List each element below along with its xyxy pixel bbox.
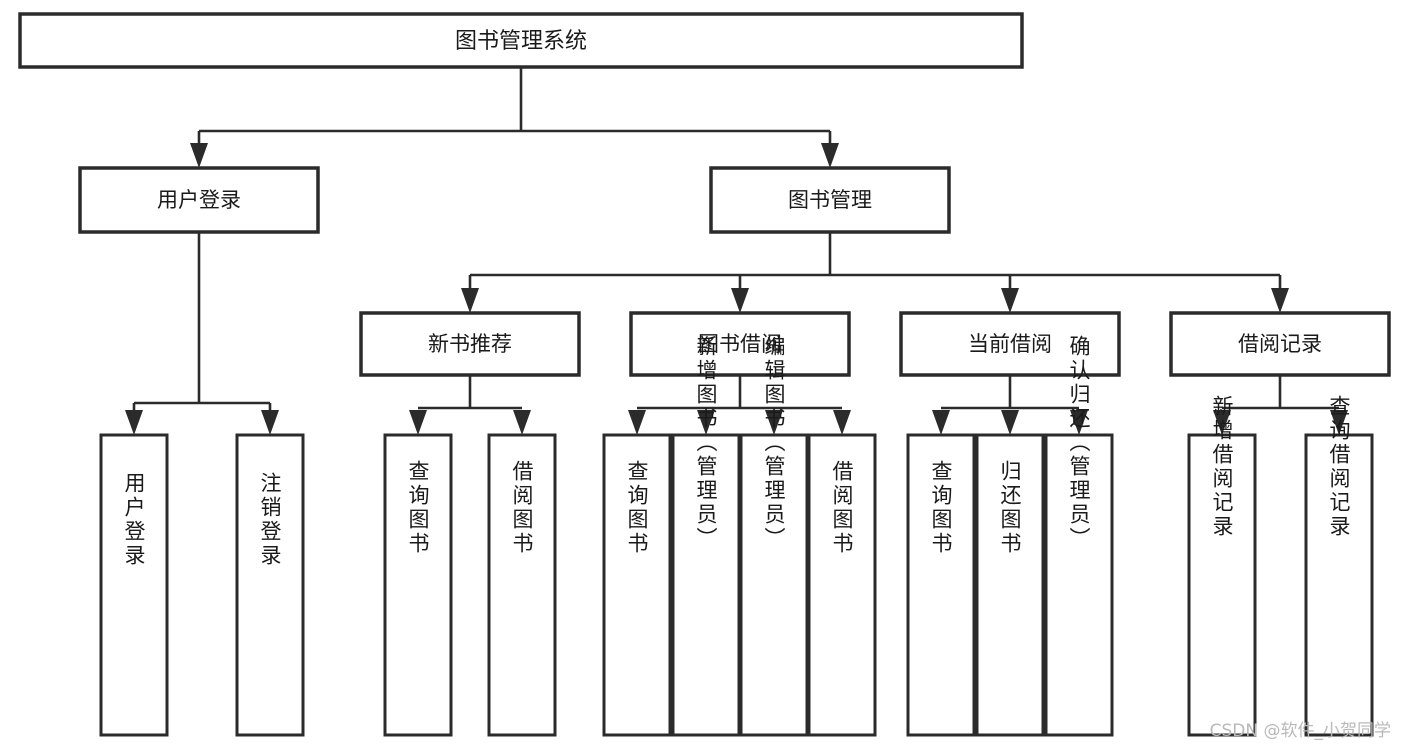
leaf-current-borrow-3[interactable]: 确认归还（管理员） (1044, 335, 1114, 737)
connector-group-new-book (409, 375, 531, 435)
arrowhead-borrow-2 (697, 410, 715, 435)
leaf-box[interactable] (906, 433, 976, 737)
node-root-label: 图书管理系统 (455, 29, 587, 54)
leaf-label: 注销登录 (258, 472, 282, 568)
arrowhead-books-1 (461, 288, 479, 313)
leaf-box[interactable] (99, 433, 169, 737)
leaf-user-login-2[interactable]: 注销登录 (235, 433, 305, 737)
arrowhead-record-1 (1213, 410, 1231, 435)
arrowhead-borrow-3 (765, 410, 783, 435)
node-user-login[interactable]: 用户登录 (78, 166, 320, 234)
leaf-new-book-2[interactable]: 借阅图书 (487, 433, 557, 737)
node-borrow-record-label: 借阅记录 (1238, 332, 1322, 356)
node-current-borrow-box[interactable] (899, 311, 1121, 377)
watermark-text: CSDN @软件_小贺同学 (1209, 721, 1391, 741)
leaf-borrow-record-2[interactable]: 查询借阅记录 (1304, 395, 1374, 737)
node-book-borrow-box[interactable] (629, 311, 851, 377)
connector-group-book-borrow (628, 375, 851, 435)
node-book-manage-box[interactable] (709, 166, 951, 234)
arrowhead-books (821, 143, 839, 168)
connector-group-current-borrow (932, 375, 1088, 435)
leaf-new-book-1[interactable]: 查询图书 (383, 433, 453, 737)
leaf-book-borrow-3[interactable]: 编辑图书（管理员） (739, 335, 809, 737)
leaf-label: 查询图书 (406, 460, 430, 556)
node-current-borrow[interactable]: 当前借阅 (899, 311, 1121, 377)
leaf-label: 归还图书 (998, 460, 1022, 556)
arrowhead-current-3 (1070, 410, 1088, 435)
connector-group-book-manage (461, 232, 1289, 313)
arrowhead-login-2 (261, 410, 279, 435)
arrowhead-books-4 (1271, 288, 1289, 313)
leaf-box[interactable] (1044, 433, 1114, 737)
arrowhead-borrow-1 (628, 410, 646, 435)
leaf-box[interactable] (739, 433, 809, 737)
leaf-box[interactable] (1304, 433, 1374, 737)
node-new-book-recommend[interactable]: 新书推荐 (359, 311, 581, 377)
arrowhead-login-1 (125, 410, 143, 435)
arrowhead-books-2 (731, 288, 749, 313)
arrowhead-login (190, 143, 208, 168)
leaf-current-borrow-2[interactable]: 归还图书 (975, 433, 1045, 737)
node-book-manage-label: 图书管理 (788, 188, 872, 212)
leaf-box[interactable] (602, 433, 672, 737)
leaf-box[interactable] (235, 433, 305, 737)
leaf-box[interactable] (671, 433, 741, 737)
node-borrow-record[interactable]: 借阅记录 (1169, 311, 1391, 377)
node-new-book-recommend-label: 新书推荐 (428, 332, 512, 356)
leaf-book-borrow-1[interactable]: 查询图书 (602, 433, 672, 737)
leaf-label: 查询图书 (625, 460, 649, 556)
arrowhead-newbook-2 (513, 410, 531, 435)
node-borrow-record-box[interactable] (1169, 311, 1391, 377)
arrowhead-books-3 (1001, 288, 1019, 313)
leaf-label: 确认归还（管理员） (1067, 335, 1091, 551)
connector-group-root (190, 67, 839, 168)
leaf-label: 查询借阅记录 (1327, 395, 1351, 539)
leaf-label: 用户登录 (122, 472, 146, 568)
arrowhead-borrow-4 (833, 410, 851, 435)
node-book-borrow[interactable]: 图书借阅 (629, 311, 851, 377)
leaf-label: 查询图书 (929, 460, 953, 556)
leaf-label: 新增借阅记录 (1210, 395, 1234, 539)
node-book-manage[interactable]: 图书管理 (709, 166, 951, 234)
arrowhead-current-1 (932, 410, 950, 435)
leaf-box[interactable] (807, 433, 877, 737)
node-user-login-label: 用户登录 (157, 188, 241, 212)
connector-group-user-login (125, 232, 279, 435)
leaf-label: 编辑图书（管理员） (762, 335, 786, 551)
leaf-box[interactable] (975, 433, 1045, 737)
node-root-box[interactable] (18, 12, 1024, 69)
leaf-label: 借阅图书 (830, 460, 854, 556)
leaf-current-borrow-1[interactable]: 查询图书 (906, 433, 976, 737)
connector-group-borrow-record (1213, 375, 1348, 435)
leaf-box[interactable] (1187, 433, 1257, 737)
leaf-book-borrow-4[interactable]: 借阅图书 (807, 433, 877, 737)
leaf-borrow-record-1[interactable]: 新增借阅记录 (1187, 395, 1257, 737)
leaf-label: 借阅图书 (510, 460, 534, 556)
node-user-login-box[interactable] (78, 166, 320, 234)
leaf-book-borrow-2[interactable]: 新增图书（管理员） (671, 335, 741, 737)
arrowhead-newbook-1 (409, 410, 427, 435)
leaf-user-login-1[interactable]: 用户登录 (99, 433, 169, 737)
node-root[interactable]: 图书管理系统 (18, 12, 1024, 69)
leaf-label: 新增图书（管理员） (694, 335, 718, 551)
leaf-box[interactable] (487, 433, 557, 737)
arrowhead-current-2 (1001, 410, 1019, 435)
node-new-book-recommend-box[interactable] (359, 311, 581, 377)
node-current-borrow-label: 当前借阅 (968, 332, 1052, 356)
arrowhead-record-2 (1330, 410, 1348, 435)
node-book-borrow-label: 图书借阅 (698, 332, 782, 356)
leaf-box[interactable] (383, 433, 453, 737)
